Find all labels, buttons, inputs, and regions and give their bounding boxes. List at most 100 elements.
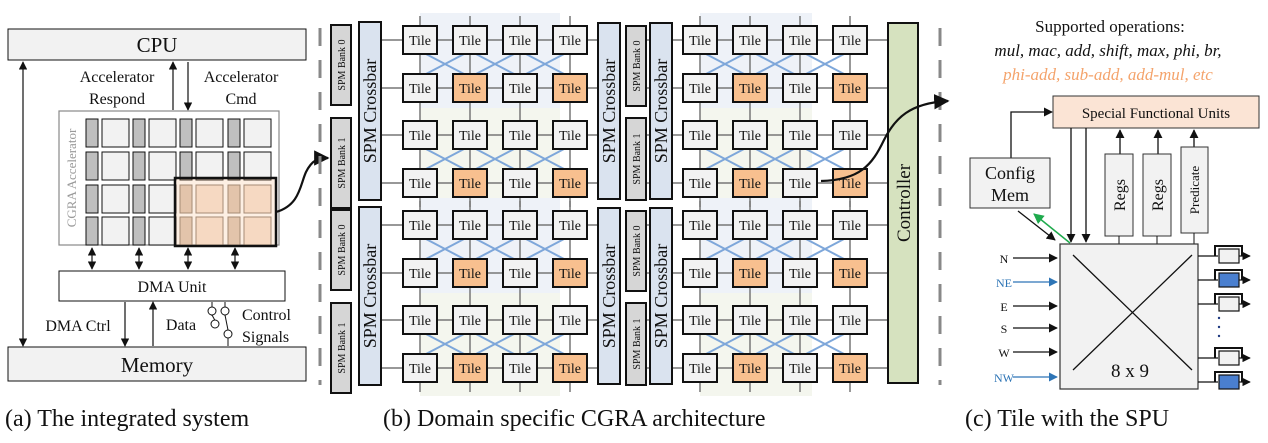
- mini-tile: [101, 118, 130, 148]
- dma-unit-box: [58, 270, 286, 302]
- tile-label: Tile: [839, 362, 861, 377]
- cgra-accelerator-label: CGRA Accelerator: [64, 128, 79, 227]
- spm-crossbar-label: SPM Crossbar: [651, 59, 671, 164]
- mini-tile: [148, 118, 177, 148]
- diagonal-link: [475, 53, 515, 75]
- tile: Tile: [402, 305, 438, 335]
- tile: Tile: [402, 210, 438, 240]
- ellipsis-dot: [1217, 325, 1221, 329]
- mini-tile: [101, 151, 130, 181]
- tile-box: [452, 258, 488, 288]
- spm-bank-label: SPM Bank 1: [632, 318, 643, 369]
- spm-bank-box: [330, 209, 352, 291]
- diagonal-link: [525, 53, 565, 75]
- tile: Tile: [782, 73, 818, 103]
- special-tile: Tile: [732, 353, 768, 383]
- crossbar-size-label: 8 x 9: [1111, 361, 1149, 382]
- direction-label: NW: [994, 371, 1015, 385]
- tile-box: [552, 210, 588, 240]
- tile: Tile: [502, 258, 538, 288]
- register-feedback: [1214, 269, 1243, 280]
- tile-box: [452, 73, 488, 103]
- tile-box: [402, 258, 438, 288]
- tile-label: Tile: [839, 82, 861, 97]
- tile-box: [782, 120, 818, 150]
- tile-box: [732, 258, 768, 288]
- mini-tile: [243, 184, 272, 214]
- ops-title: Supported operations:: [1035, 17, 1185, 36]
- memory-box: [7, 346, 307, 382]
- output-register: [1198, 245, 1251, 264]
- tile-label: Tile: [459, 177, 481, 192]
- spm-bank-label: SPM Bank 0: [632, 225, 643, 276]
- mini-spm-bank: [85, 151, 99, 181]
- output-registers: [1198, 245, 1251, 390]
- tile-label: Tile: [789, 82, 811, 97]
- dma-unit-label: DMA Unit: [138, 279, 207, 296]
- special-tile: Tile: [732, 73, 768, 103]
- mini-spm-bank: [85, 184, 99, 214]
- diagonal-link: [705, 238, 745, 260]
- tile: Tile: [832, 25, 868, 55]
- output-register-diagonal: [1198, 269, 1251, 288]
- tile-label: Tile: [409, 177, 431, 192]
- tile: Tile: [682, 25, 718, 55]
- controller-label: Controller: [894, 163, 915, 242]
- register-feedback: [1214, 347, 1243, 358]
- mini-spm-bank: [179, 184, 193, 214]
- tile: Tile: [732, 305, 768, 335]
- tile-box: [502, 353, 538, 383]
- special-tile: Tile: [452, 73, 488, 103]
- tile: Tile: [502, 25, 538, 55]
- tile-label: Tile: [459, 219, 481, 234]
- mini-tile: [101, 216, 130, 246]
- spm-bank-label: SPM Bank 1: [632, 133, 643, 184]
- zoom-highlight-tint: [175, 178, 276, 246]
- tile-box: [402, 305, 438, 335]
- diagonal-link: [705, 148, 745, 170]
- diagonal-link: [475, 238, 515, 260]
- tile: Tile: [452, 305, 488, 335]
- spm-bank-box: [625, 302, 647, 386]
- cpu-label: CPU: [137, 33, 178, 57]
- dma-ctrl-label: DMA Ctrl: [45, 318, 111, 335]
- output-register-diagonal: [1198, 371, 1251, 390]
- diagonal-link: [425, 333, 465, 355]
- mini-tile: [148, 216, 177, 246]
- spm-bank-label: SPM Bank 1: [337, 137, 348, 188]
- tile-box: [552, 73, 588, 103]
- tile-label: Tile: [459, 314, 481, 329]
- ellipsis-dot: [1217, 334, 1221, 338]
- tile: Tile: [732, 210, 768, 240]
- register-feedback: [1214, 245, 1243, 256]
- register-feedback: [1214, 371, 1243, 382]
- tile-label: Tile: [459, 34, 481, 49]
- tile-box: [402, 120, 438, 150]
- diagonal-link: [525, 148, 565, 170]
- output-register: [1198, 347, 1251, 366]
- tile-box: [452, 353, 488, 383]
- tile-box: [452, 120, 488, 150]
- special-tile: Tile: [452, 353, 488, 383]
- tile-label: Tile: [789, 34, 811, 49]
- mini-spm-bank: [227, 151, 241, 181]
- diagonal-link: [425, 53, 465, 75]
- tile-label: Tile: [559, 267, 581, 282]
- accel-cmd-label-1: Accelerator: [204, 69, 279, 86]
- tile: Tile: [782, 305, 818, 335]
- spm-bank-label: SPM Bank 0: [337, 224, 348, 275]
- spm-bank: SPM Bank 1: [625, 117, 647, 201]
- diagonal-link: [805, 333, 845, 355]
- diagonal-link: [475, 148, 515, 170]
- tile-box: [782, 353, 818, 383]
- register-feedback: [1214, 293, 1243, 304]
- mini-spm-bank: [227, 118, 241, 148]
- tile-box: [832, 120, 868, 150]
- tile: Tile: [402, 25, 438, 55]
- spm-crossbar-label: SPM Crossbar: [360, 59, 380, 164]
- spm-bank-box: [330, 117, 352, 209]
- tile: Tile: [682, 353, 718, 383]
- direction-label: N: [1000, 252, 1009, 266]
